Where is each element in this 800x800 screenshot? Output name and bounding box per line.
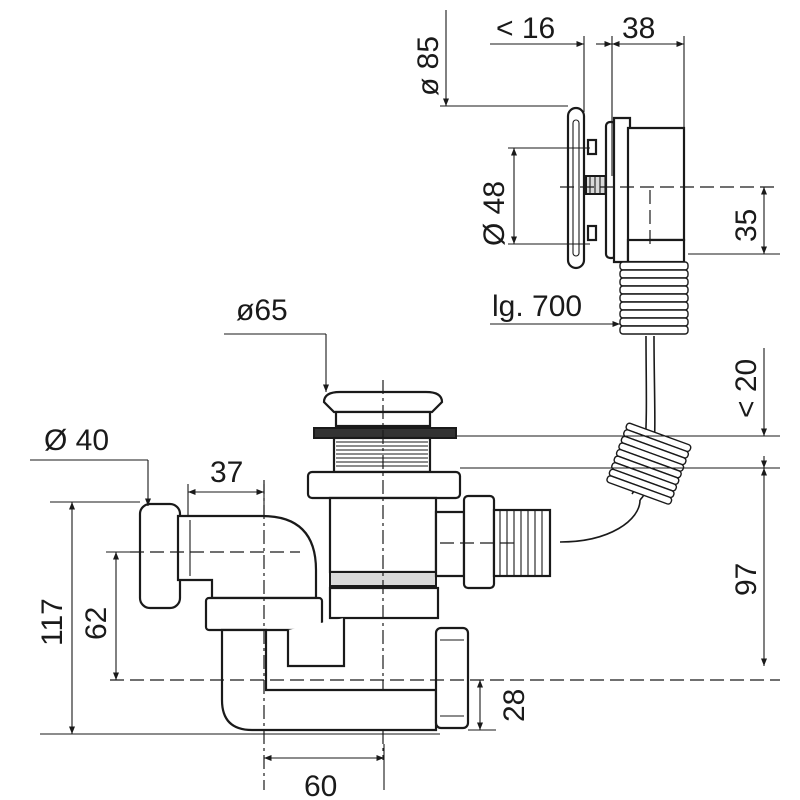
label-d40: Ø 40: [44, 424, 109, 457]
drain-assembly: [306, 380, 552, 760]
label-d85: ø 85: [412, 36, 445, 96]
drain-nut: [306, 470, 462, 500]
side-outlet-nut: [462, 494, 496, 590]
dim-lt20: < 20: [456, 348, 780, 469]
label-h97: 97: [730, 563, 763, 596]
label-d48: Ø 48: [478, 181, 511, 246]
label-lt20: < 20: [730, 359, 763, 418]
overflow-hose-upper: [619, 261, 689, 335]
dim-d40: Ø 40: [30, 424, 152, 506]
dim-h117: 117: [36, 501, 440, 735]
overflow-hose-lower: [606, 422, 692, 505]
elbow-end-cap: [138, 502, 182, 610]
threaded-body: [332, 436, 432, 474]
label-w38: 38: [622, 12, 655, 45]
label-h117: 117: [36, 598, 69, 646]
dim-h35: 35: [688, 187, 780, 255]
overflow-assembly: [560, 106, 780, 335]
label-lt16: < 16: [496, 12, 555, 45]
label-d65: ø65: [236, 294, 288, 327]
popup-cap: [322, 390, 444, 414]
dim-d65: ø65: [224, 294, 330, 392]
trap-assembly: [130, 480, 470, 790]
thread-lines: [336, 441, 428, 467]
label-w60: 60: [304, 770, 337, 800]
dim-w37: 37: [187, 456, 265, 516]
dim-d48: Ø 48: [478, 147, 590, 246]
side-outlet-body: [434, 510, 466, 578]
dim-h62: 62: [80, 551, 780, 681]
dim-h28: 28: [468, 680, 531, 731]
label-h35: 35: [730, 209, 763, 242]
overflow-outlet-collar: [626, 238, 686, 264]
dim-w60: 60: [264, 744, 385, 800]
label-hose-length: lg. 700: [492, 290, 582, 323]
dim-h97: 97: [730, 468, 768, 666]
label-w37: 37: [210, 456, 243, 489]
overflow-clip-upper: [586, 138, 598, 156]
dim-top-widths: < 16 38: [490, 12, 685, 176]
overflow-clip-lower: [586, 224, 598, 242]
label-h28: 28: [498, 689, 531, 722]
outlet-nut: [434, 626, 470, 730]
label-h62: 62: [80, 607, 113, 640]
elbow-pipe: [176, 514, 318, 600]
dim-hose-length: lg. 700: [490, 290, 620, 328]
drain-outlet-collar: [328, 586, 440, 620]
dim-d85: ø 85: [412, 10, 568, 107]
trap-u-bend: [220, 628, 438, 732]
drain-flange: [313, 427, 457, 439]
trap-riser: [286, 618, 346, 668]
hose-to-trap-link: [559, 499, 641, 543]
